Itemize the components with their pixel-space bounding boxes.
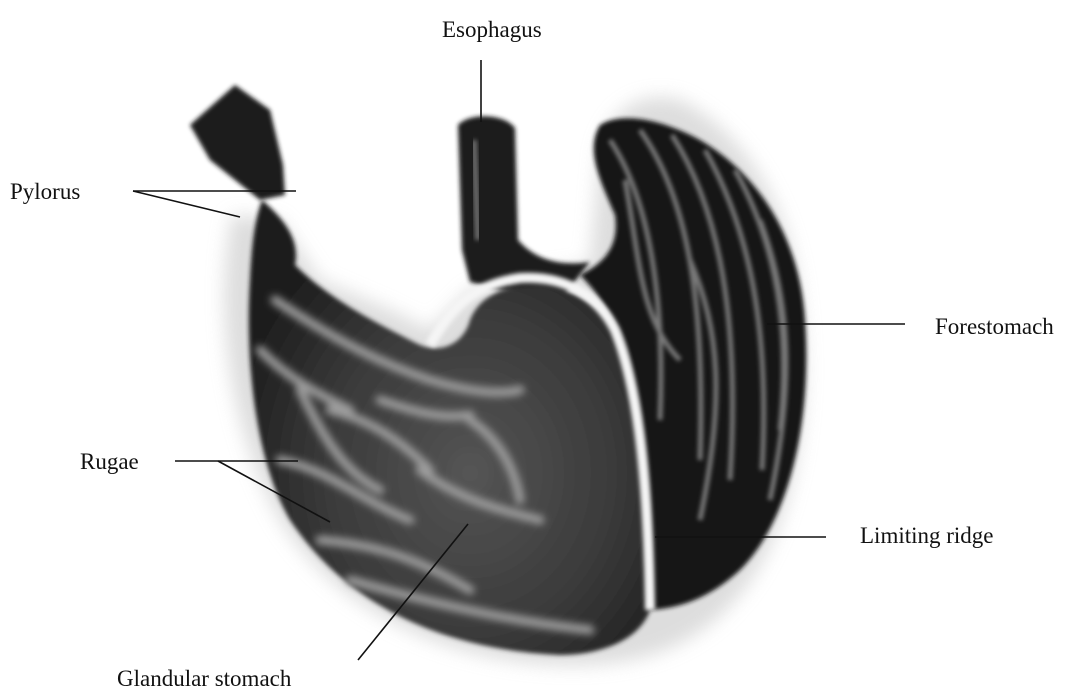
esophagus-highlight: [474, 140, 478, 240]
esophagus-label: Esophagus: [442, 18, 542, 41]
pylorus-region: [190, 85, 285, 200]
rugae-label: Rugae: [80, 450, 139, 473]
limiting-ridge-label: Limiting ridge: [860, 524, 994, 547]
glandular-stomach-label: Glandular stomach: [117, 667, 291, 690]
pylorus-leader-lower: [133, 191, 240, 217]
pylorus-label: Pylorus: [10, 180, 80, 203]
forestomach-label: Forestomach: [935, 315, 1054, 338]
